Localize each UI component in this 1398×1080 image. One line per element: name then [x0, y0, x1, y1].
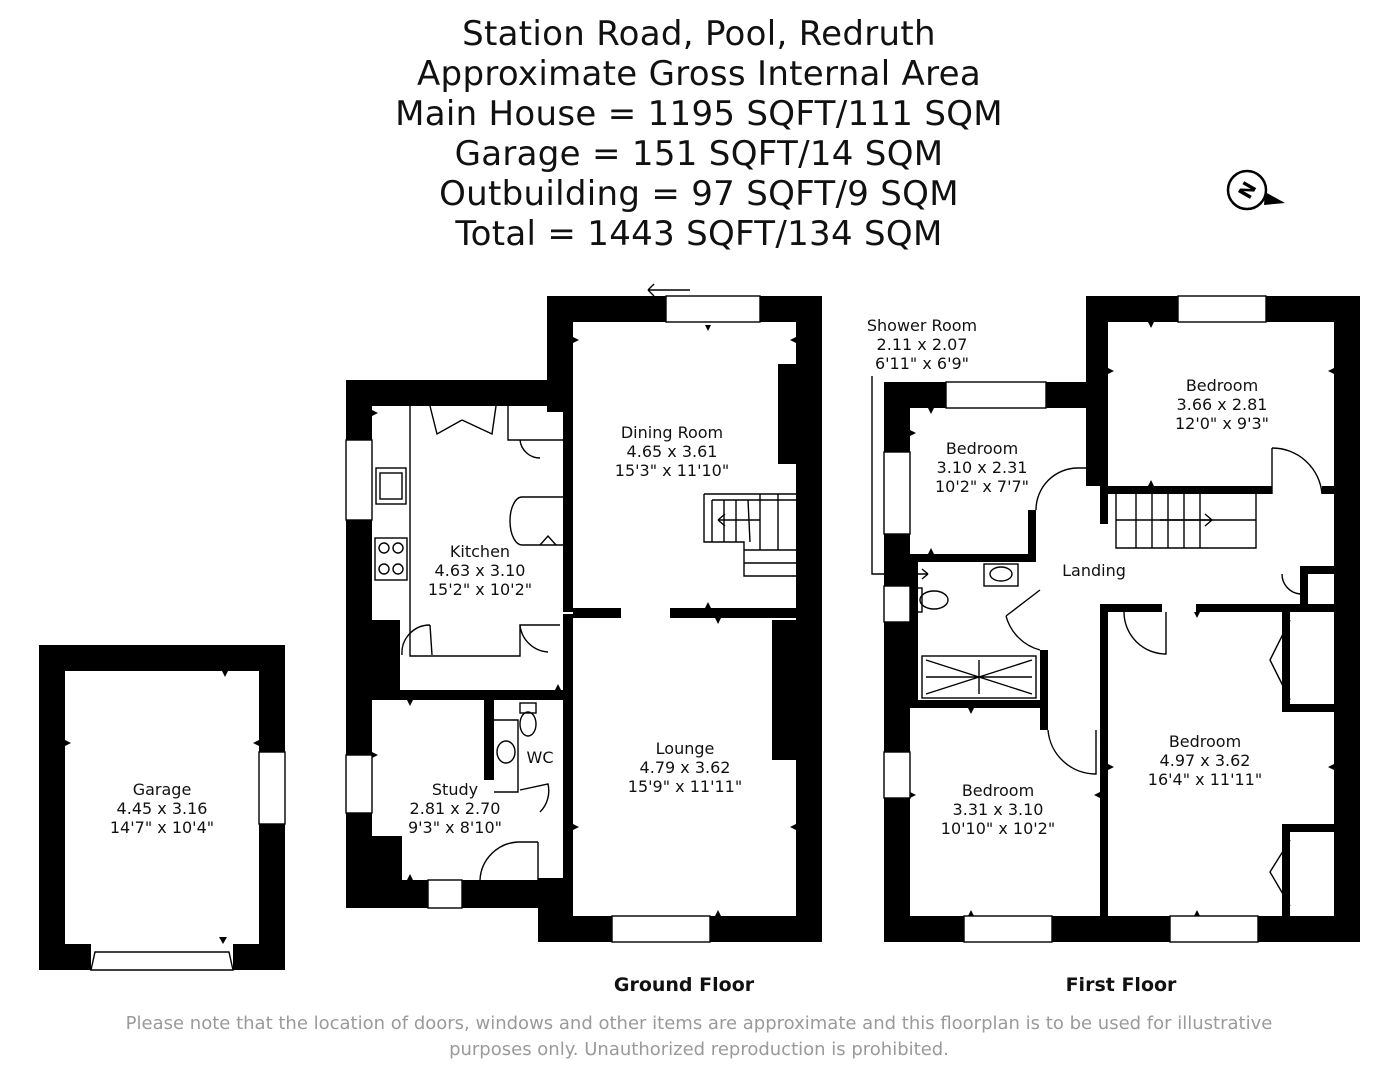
bedroom-small-metric: 3.10 x 2.31	[937, 458, 1028, 477]
ground-staircase	[703, 493, 796, 577]
disclaimer-line-2: purposes only. Unauthorized reproduction…	[449, 1039, 949, 1060]
kitchen-sink-icon	[375, 467, 407, 505]
garage-metric: 4.45 x 3.16	[117, 799, 208, 818]
bedroom-small-side-window	[883, 451, 911, 535]
kitchen-window	[345, 439, 373, 521]
study-imperial: 9'3" x 8'10"	[408, 818, 502, 837]
title-address: Station Road, Pool, Redruth	[462, 14, 936, 54]
bedroom-bottomright-imperial: 16'4" x 11'11"	[1148, 770, 1262, 789]
kitchen-imperial: 15'2" x 10'2"	[428, 580, 532, 599]
title-main-house-area: Main House = 1195 SQFT/111 SQM	[395, 94, 1003, 134]
bedroom-bottomright-metric: 4.97 x 3.62	[1160, 751, 1251, 770]
garage-window	[258, 751, 286, 825]
dining-room-metric: 4.65 x 3.61	[627, 442, 718, 461]
study-window	[427, 879, 463, 909]
title-outbuilding-area: Outbuilding = 97 SQFT/9 SQM	[439, 174, 959, 214]
ground-floor-label: Ground Floor	[614, 974, 755, 996]
bedroom-bottomleft-metric: 3.31 x 3.10	[953, 800, 1044, 819]
lounge-imperial: 15'9" x 11'11"	[628, 777, 742, 796]
shower-window	[883, 585, 911, 623]
kitchen-hob-icon	[374, 537, 408, 581]
bedroom-topright-name: Bedroom	[1186, 376, 1258, 395]
title-garage-area: Garage = 151 SQFT/14 SQM	[454, 134, 944, 174]
first-floor-label: First Floor	[1066, 974, 1177, 996]
title-total-area: Total = 1443 SQFT/134 SQM	[455, 214, 943, 254]
lounge-window	[611, 915, 711, 943]
bedroom-bottomleft-south-window	[963, 915, 1053, 943]
bedroom-bottomleft-window	[883, 751, 911, 799]
garage-imperial: 14'7" x 10'4"	[110, 818, 214, 837]
garage-outbuilding	[39, 645, 286, 971]
shower-room-metric: 2.11 x 2.07	[877, 335, 968, 354]
plan-title: Station Road, Pool, Redruth Approximate …	[0, 14, 1398, 254]
first-floor-staircase	[1115, 494, 1257, 549]
shower-toilet-icon	[911, 587, 949, 613]
title-gia-heading: Approximate Gross Internal Area	[417, 54, 981, 94]
bedroom-bottomleft-imperial: 10'10" x 10'2"	[941, 819, 1055, 838]
disclaimer-line-1: Please note that the location of doors, …	[125, 1013, 1273, 1034]
study-name: Study	[432, 780, 478, 799]
study-metric: 2.81 x 2.70	[410, 799, 501, 818]
shower-room-name: Shower Room	[867, 316, 977, 335]
shower-basin-icon	[983, 563, 1019, 587]
bedroom-bottomleft-name: Bedroom	[962, 781, 1034, 800]
bedroom-bottomright-name: Bedroom	[1169, 732, 1241, 751]
wc-name: WC	[527, 748, 554, 767]
north-compass-icon: N	[1226, 169, 1285, 211]
dining-room-name: Dining Room	[621, 423, 723, 442]
shower-room-imperial: 6'11" x 6'9"	[875, 354, 969, 373]
dining-room-imperial: 15'3" x 11'10"	[615, 461, 729, 480]
bedroom-bottomright-window	[1169, 915, 1259, 943]
landing-name: Landing	[1062, 561, 1126, 580]
ground-floor-labels: Dining Room 4.65 x 3.61 15'3" x 11'10" K…	[408, 423, 742, 837]
bedroom-small-window	[945, 381, 1047, 409]
lounge-metric: 4.79 x 3.62	[640, 758, 731, 777]
first-floor-plan	[871, 295, 1360, 943]
garage-labels: Garage 4.45 x 3.16 14'7" x 10'4"	[110, 780, 214, 837]
shower-tray-icon	[921, 655, 1037, 699]
garage-name: Garage	[133, 780, 192, 799]
bedroom-small-imperial: 10'2" x 7'7"	[935, 477, 1029, 496]
study-side-window	[345, 754, 373, 814]
disclaimer: Please note that the location of doors, …	[0, 1011, 1398, 1063]
kitchen-metric: 4.63 x 3.10	[435, 561, 526, 580]
wc-toilet-icon	[519, 702, 537, 737]
bedroom-topright-imperial: 12'0" x 9'3"	[1175, 414, 1269, 433]
ground-floor-plan	[345, 283, 822, 943]
garage-door	[90, 951, 234, 971]
bedroom-topright-window	[1177, 295, 1267, 323]
dining-window	[665, 295, 761, 323]
first-floor-labels: Shower Room 2.11 x 2.07 6'11" x 6'9" Bed…	[867, 316, 1269, 838]
bedroom-small-name: Bedroom	[946, 439, 1018, 458]
kitchen-name: Kitchen	[450, 542, 510, 561]
bedroom-topright-metric: 3.66 x 2.81	[1177, 395, 1268, 414]
wc-basin-outline	[494, 719, 519, 793]
lounge-name: Lounge	[656, 739, 715, 758]
